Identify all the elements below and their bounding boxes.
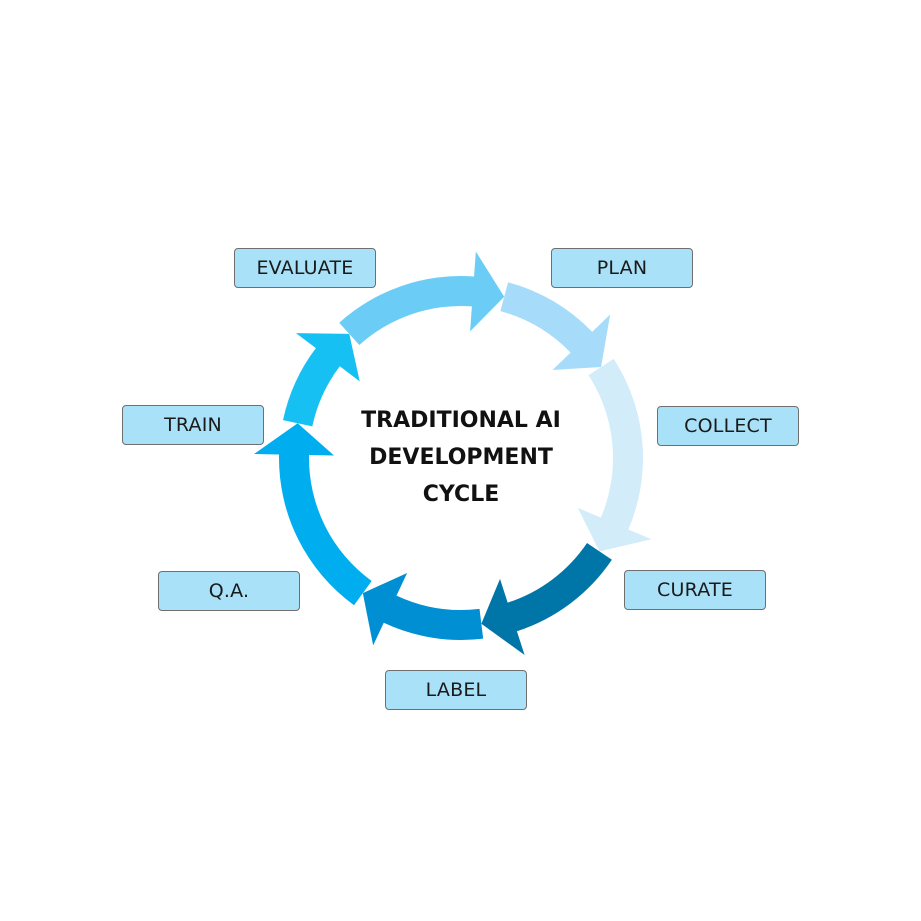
arrow-curate bbox=[481, 543, 612, 655]
cycle-title-line-2: DEVELOPMENT bbox=[369, 445, 553, 470]
stage-label-plan: PLAN bbox=[596, 257, 648, 279]
stage-box-label: LABEL bbox=[385, 670, 527, 710]
stage-label-qa: Q.A. bbox=[208, 580, 250, 602]
cycle-title: TRADITIONAL AI DEVELOPMENT CYCLE bbox=[310, 402, 612, 513]
arrow-evaluate bbox=[339, 251, 505, 346]
stage-box-evaluate: EVALUATE bbox=[234, 248, 376, 288]
cycle-title-line-3: CYCLE bbox=[422, 482, 500, 507]
arrow-label bbox=[362, 572, 484, 646]
stage-label-collect: COLLECT bbox=[684, 415, 772, 437]
stage-box-plan: PLAN bbox=[551, 248, 693, 288]
arrow-plan bbox=[500, 282, 611, 370]
stage-label-train: TRAIN bbox=[164, 414, 222, 436]
arrow-train bbox=[282, 333, 360, 427]
stage-box-curate: CURATE bbox=[624, 570, 766, 610]
arrow-qa bbox=[254, 423, 372, 606]
cycle-title-line-1: TRADITIONAL AI bbox=[361, 408, 561, 433]
arrow-collect bbox=[577, 358, 652, 552]
stage-box-collect: COLLECT bbox=[657, 406, 799, 446]
stage-box-qa: Q.A. bbox=[158, 571, 300, 611]
stage-label-curate: CURATE bbox=[657, 579, 733, 601]
stage-label-evaluate: EVALUATE bbox=[256, 257, 354, 279]
stage-box-train: TRAIN bbox=[122, 405, 264, 445]
stage-label-label: LABEL bbox=[425, 679, 487, 701]
